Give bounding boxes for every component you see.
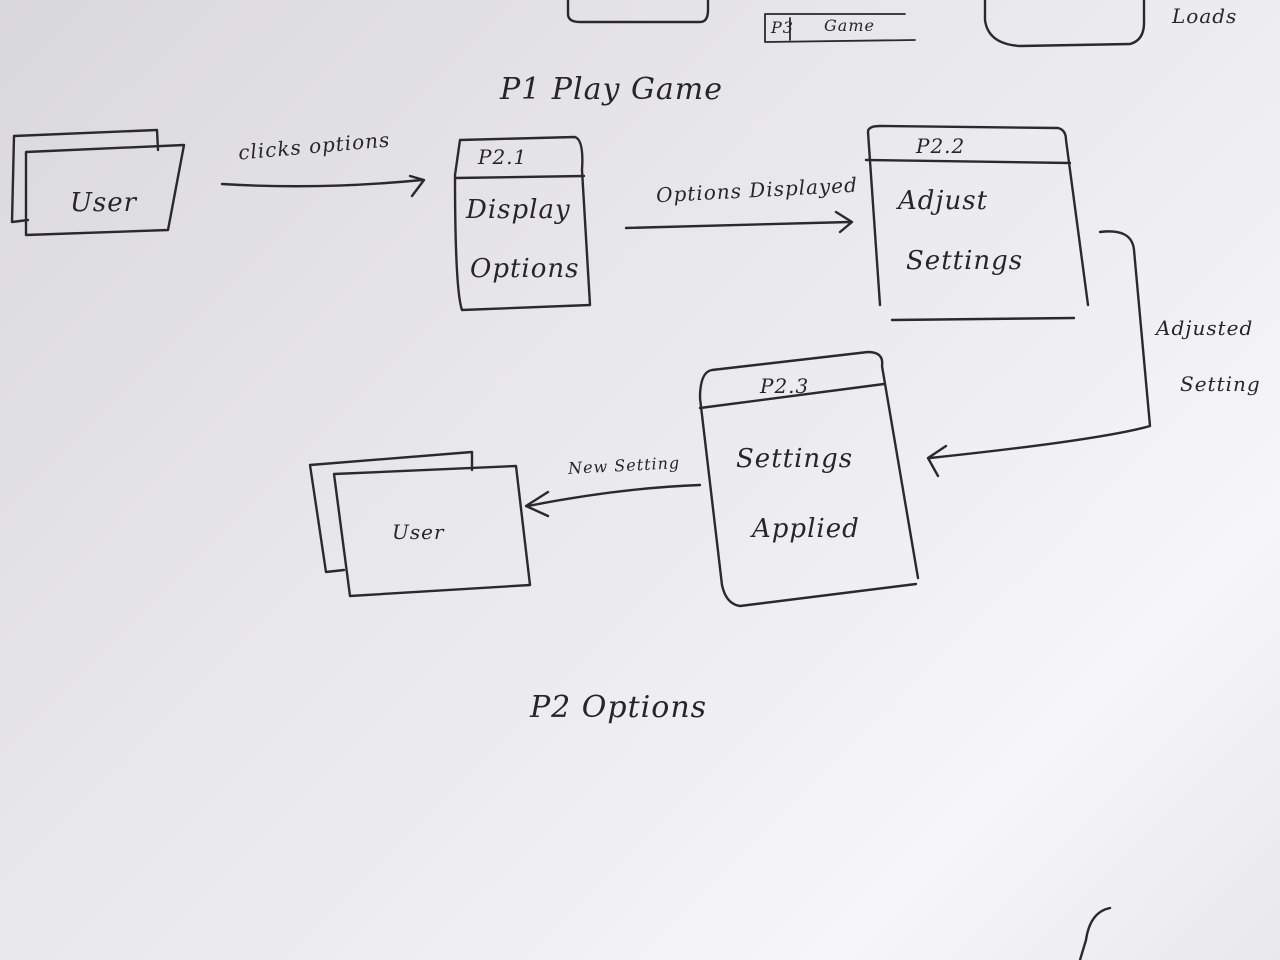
user-top-front-box [24,143,186,237]
stray-mark [1078,906,1112,960]
arrow-options-displayed [624,210,854,234]
user-bottom-back-box [308,450,474,574]
flow-adjusted-line1: Adjusted [1156,316,1254,340]
process-p2-3-box [698,350,920,608]
p1-title: P1 Play Game [500,72,724,107]
p2-title: P2 Options [530,690,708,725]
user-top-back-box [10,128,160,224]
process-p2-3-divider [698,382,886,410]
process-p2-1-divider [453,174,586,180]
process-p2-2-line1: Adjust [898,186,989,216]
top-process-fragment [566,0,710,24]
p3-label: P3 [771,18,794,37]
process-p2-1-id: P2.1 [478,145,528,169]
process-p2-2-line2: Settings [906,246,1024,276]
data-store-p3-box [764,13,916,43]
process-p2-2-box [866,124,1090,322]
process-p2-3-line1: Settings [736,444,854,474]
arrow-adjusted-setting [926,230,1152,478]
user-top-label: User [70,188,138,218]
process-p2-1-line2: Options [470,254,580,284]
process-p2-2-id: P2.2 [916,134,966,158]
game-label: Game [824,16,875,35]
process-p2-3-id: P2.3 [760,374,810,398]
top-right-process-fragment [983,0,1146,48]
arrow-new-setting [524,483,702,518]
user-bottom-front-box [332,464,532,598]
loads-label: Loads [1172,4,1238,28]
flow-adjusted-line2: Setting [1180,372,1261,396]
process-p2-2-divider [864,158,1072,165]
user-bottom-label: User [392,520,445,544]
process-p2-1-line1: Display [466,195,571,225]
arrow-clicks-options [220,174,426,198]
process-p2-1-box [453,135,592,312]
process-p2-3-line2: Applied [752,514,860,544]
